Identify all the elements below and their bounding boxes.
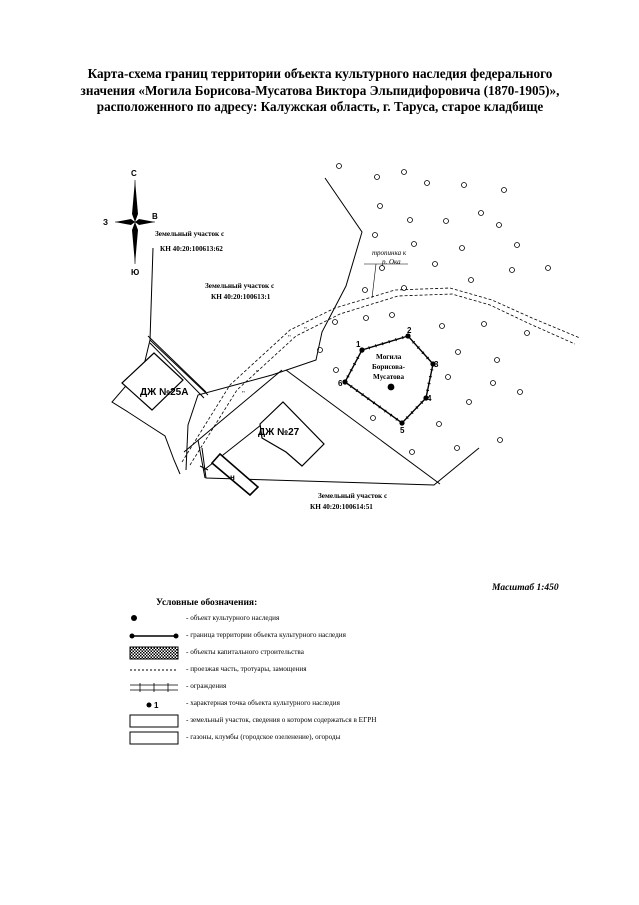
legend-item: - газоны, клумбы (городское озеленение),… xyxy=(128,731,448,748)
point-6-label: 6 xyxy=(338,379,343,388)
boundary-line-legend-icon xyxy=(129,633,179,639)
title-line-1: Карта-схема границ территории объекта ку… xyxy=(87,66,553,81)
legend: - объект культурного наследия - граница … xyxy=(128,612,448,748)
compass-east-label: В xyxy=(152,212,158,221)
point-4-label: 4 xyxy=(427,394,432,403)
characteristic-point-legend-icon: 1 xyxy=(146,701,159,710)
building-25a xyxy=(121,352,184,411)
parcel-51-line-2: КН 40:20:100614:51 xyxy=(310,503,373,511)
compass-south-label: Ю xyxy=(131,268,139,277)
map-title: Карта-схема границ территории объекта ку… xyxy=(40,66,600,116)
svg-text:": " xyxy=(256,369,259,377)
path-label-line-1: тропинка к xyxy=(372,249,407,257)
svg-text:": " xyxy=(304,326,307,334)
building-27-label: ДЖ №27 xyxy=(258,427,300,438)
grave-label-line-3: Мусатова xyxy=(373,373,404,381)
building-n-label: н xyxy=(230,473,235,482)
title-line-2: значения «Могила Борисова-Мусатова Викто… xyxy=(80,82,560,98)
parcel-62-line-2: КН 40:20:100613:62 xyxy=(160,245,223,253)
legend-item: - граница территории объекта культурного… xyxy=(128,629,448,646)
capital-building-legend-icon xyxy=(129,646,179,660)
legend-item-label: - объекты капитального строительства xyxy=(186,648,304,656)
fence-legend-icon xyxy=(130,683,178,692)
legend-item-label: - проезжая часть, тротуары, замощения xyxy=(186,665,307,673)
building-27 xyxy=(259,401,325,467)
road-marks: " " " " xyxy=(242,326,307,398)
legend-item: - земельный участок, сведения о котором … xyxy=(128,714,448,731)
legend-item-label: - земельный участок, сведения о котором … xyxy=(186,716,377,724)
legend-item: - ограждения xyxy=(128,680,448,697)
roadway-legend-icon xyxy=(130,669,178,671)
svg-text:": " xyxy=(242,390,245,398)
point-5-label: 5 xyxy=(400,426,405,435)
legend-item-label: - характерная точка объекта культурного … xyxy=(186,699,340,707)
parcel-1-line-2: КН 40:20:100613:1 xyxy=(211,293,271,301)
grave-label-line-1: Могила xyxy=(376,353,402,361)
svg-text:": " xyxy=(288,334,291,342)
parcel-51-line-1: Земельный участок с xyxy=(318,492,388,500)
grave-label-line-2: Борисова- xyxy=(372,363,406,371)
legend-point-sample: 1 xyxy=(154,701,159,710)
point-3-label: 3 xyxy=(434,360,439,369)
legend-item: - объекты капитального строительства xyxy=(128,646,448,663)
legend-item-label: - ограждения xyxy=(186,682,227,690)
legend-title: Условные обозначения: xyxy=(156,598,258,608)
building-25a-label: ДЖ №25А xyxy=(140,387,188,398)
heritage-object-legend-icon xyxy=(131,615,137,621)
heritage-boundary xyxy=(342,333,436,426)
parcel-62-line-1: Земельный участок с xyxy=(155,230,225,238)
point-1-label: 1 xyxy=(356,340,361,349)
legend-item-label: - граница территории объекта культурного… xyxy=(186,631,346,639)
point-2-label: 2 xyxy=(407,326,412,335)
compass-west-label: З xyxy=(103,218,108,227)
title-line-3: расположенного по адресу: Калужская обла… xyxy=(96,99,544,114)
legend-item-label: - объект культурного наследия xyxy=(186,614,280,622)
land-parcel-legend-icon xyxy=(129,714,179,728)
legend-item: 1 - характерная точка объекта культурног… xyxy=(128,697,448,714)
path-label-line-2: р. Ока xyxy=(381,258,401,266)
trees xyxy=(317,163,551,455)
legend-item: - проезжая часть, тротуары, замощения xyxy=(128,663,448,680)
parcel-boundaries xyxy=(111,177,480,486)
compass-rose-icon xyxy=(115,180,155,264)
lawn-legend-icon xyxy=(129,731,179,745)
footpath-road xyxy=(181,287,581,466)
compass-north-label: С xyxy=(131,169,137,178)
building-n xyxy=(210,452,260,497)
map-scale: Масштаб 1:450 xyxy=(492,583,559,593)
legend-item-label: - газоны, клумбы (городское озеленение),… xyxy=(186,733,341,741)
legend-item: - объект культурного наследия xyxy=(128,612,448,629)
parcel-1-line-1: Земельный участок с xyxy=(205,282,275,290)
heritage-object-marker-icon xyxy=(387,383,395,391)
